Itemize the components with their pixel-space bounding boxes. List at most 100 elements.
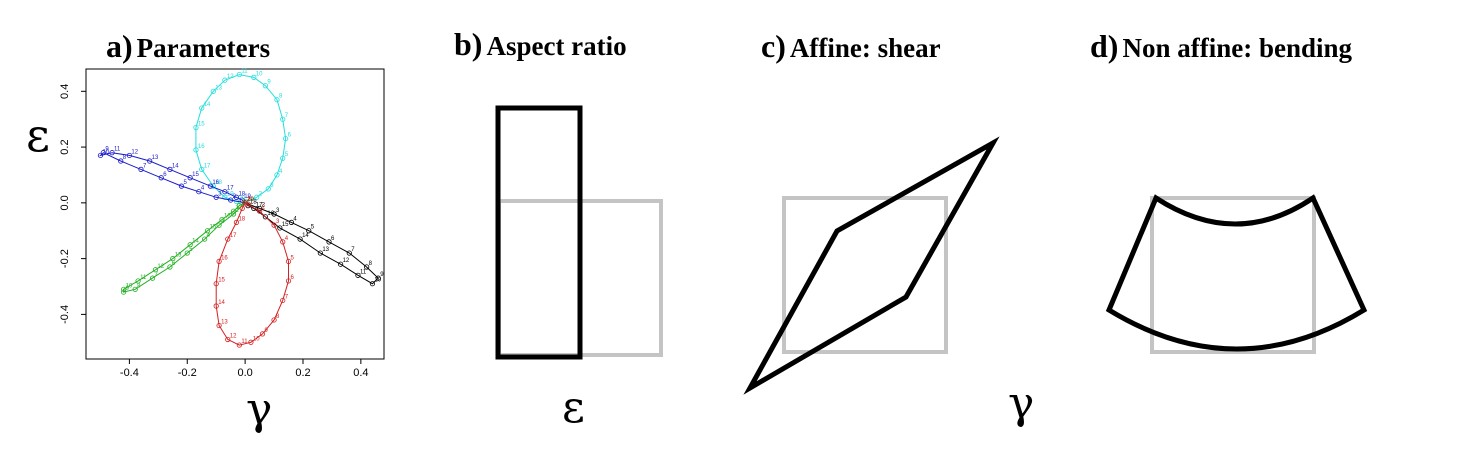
point-label: 18 bbox=[238, 216, 245, 222]
sheared-parallelogram bbox=[743, 136, 1000, 395]
point-label: 16 bbox=[221, 255, 228, 261]
data-point bbox=[213, 194, 219, 200]
point-label: 20 bbox=[247, 197, 254, 203]
data-point bbox=[216, 222, 222, 228]
data-point bbox=[317, 250, 323, 256]
data-point bbox=[222, 77, 228, 83]
panel-c-letter: c) bbox=[761, 28, 786, 64]
shear-diagram bbox=[743, 136, 1000, 395]
point-label: 7 bbox=[155, 272, 159, 278]
panel-a-title: a) Parameters bbox=[106, 28, 270, 65]
panel-d-label: Non affine: bending bbox=[1122, 33, 1352, 63]
point-label: 6 bbox=[331, 236, 335, 242]
point-label: 1 bbox=[247, 197, 251, 203]
data-point bbox=[248, 339, 254, 345]
data-point bbox=[280, 155, 286, 161]
point-label: 11 bbox=[241, 339, 248, 345]
point-label: 12 bbox=[157, 264, 164, 270]
data-point bbox=[271, 211, 277, 217]
data-point bbox=[265, 186, 271, 192]
data-point bbox=[369, 281, 376, 287]
point-label: 4 bbox=[201, 186, 205, 192]
point-label: 17 bbox=[204, 163, 211, 169]
panel-d-title: d) Non affine: bending bbox=[1090, 28, 1352, 65]
data-point bbox=[274, 97, 280, 103]
data-point bbox=[147, 158, 153, 164]
point-label: 14 bbox=[172, 163, 179, 169]
x-tick-label: 0.4 bbox=[353, 367, 368, 379]
point-label: 9 bbox=[264, 328, 268, 334]
data-point bbox=[228, 197, 234, 203]
data-point bbox=[251, 205, 257, 212]
point-label: 3 bbox=[276, 208, 280, 214]
data-point bbox=[375, 275, 381, 281]
point-label: 15 bbox=[192, 172, 199, 178]
data-point bbox=[259, 331, 266, 337]
data-point bbox=[233, 194, 240, 200]
data-point bbox=[254, 194, 260, 200]
data-point bbox=[199, 166, 205, 172]
data-point bbox=[280, 297, 286, 304]
data-point bbox=[230, 208, 237, 214]
data-point bbox=[121, 286, 127, 292]
data-point bbox=[207, 183, 214, 189]
panel-c-label: Affine: shear bbox=[789, 33, 941, 63]
point-label: 19 bbox=[244, 194, 251, 200]
data-point bbox=[222, 189, 228, 195]
plot-y-axis-label: ε bbox=[26, 108, 50, 162]
point-label: 18 bbox=[241, 200, 248, 206]
data-point bbox=[167, 264, 173, 270]
point-label: 3 bbox=[270, 183, 274, 189]
x-tick-label: 0.0 bbox=[237, 367, 252, 379]
data-point bbox=[297, 236, 303, 242]
data-point bbox=[152, 267, 159, 273]
point-label: 15 bbox=[198, 122, 205, 128]
x-tick-label: -0.2 bbox=[178, 367, 197, 379]
y-tick-label: -0.4 bbox=[59, 305, 71, 324]
data-point bbox=[219, 216, 225, 223]
data-point bbox=[121, 289, 127, 295]
point-label: 9 bbox=[105, 147, 109, 153]
data-point bbox=[138, 166, 144, 172]
data-point bbox=[135, 278, 141, 284]
point-label: 4 bbox=[285, 236, 289, 242]
data-point bbox=[225, 336, 231, 343]
data-point bbox=[100, 150, 106, 156]
point-label: 1 bbox=[247, 197, 251, 203]
reference-square bbox=[1150, 196, 1316, 354]
data-point bbox=[204, 228, 211, 234]
point-label: 11 bbox=[140, 275, 147, 281]
point-label: 6 bbox=[163, 172, 167, 178]
data-point bbox=[262, 83, 268, 89]
point-label: 5 bbox=[311, 225, 315, 231]
point-label: 9 bbox=[126, 286, 130, 292]
point-label: 5 bbox=[291, 255, 295, 261]
data-point bbox=[236, 203, 242, 209]
point-label: 3 bbox=[276, 219, 280, 225]
data-point bbox=[364, 264, 370, 270]
point-label: 16 bbox=[267, 211, 274, 217]
point-label: 5 bbox=[285, 152, 289, 158]
point-label: 4 bbox=[207, 233, 211, 239]
point-label: 1 bbox=[247, 197, 251, 203]
point-label: 19 bbox=[247, 197, 254, 203]
data-point bbox=[288, 219, 295, 225]
data-point bbox=[236, 342, 242, 348]
data-point bbox=[216, 258, 222, 265]
data-point bbox=[239, 205, 245, 212]
data-point bbox=[178, 183, 185, 189]
data-point bbox=[262, 214, 268, 220]
data-point bbox=[149, 275, 156, 281]
data-point bbox=[338, 261, 344, 267]
point-label: 19 bbox=[244, 202, 251, 208]
plot-frame bbox=[85, 68, 385, 360]
series-line bbox=[195, 74, 287, 204]
data-point bbox=[271, 222, 277, 228]
x-tick-label: 0.2 bbox=[295, 367, 310, 379]
data-point bbox=[97, 152, 104, 159]
data-point bbox=[285, 278, 292, 284]
